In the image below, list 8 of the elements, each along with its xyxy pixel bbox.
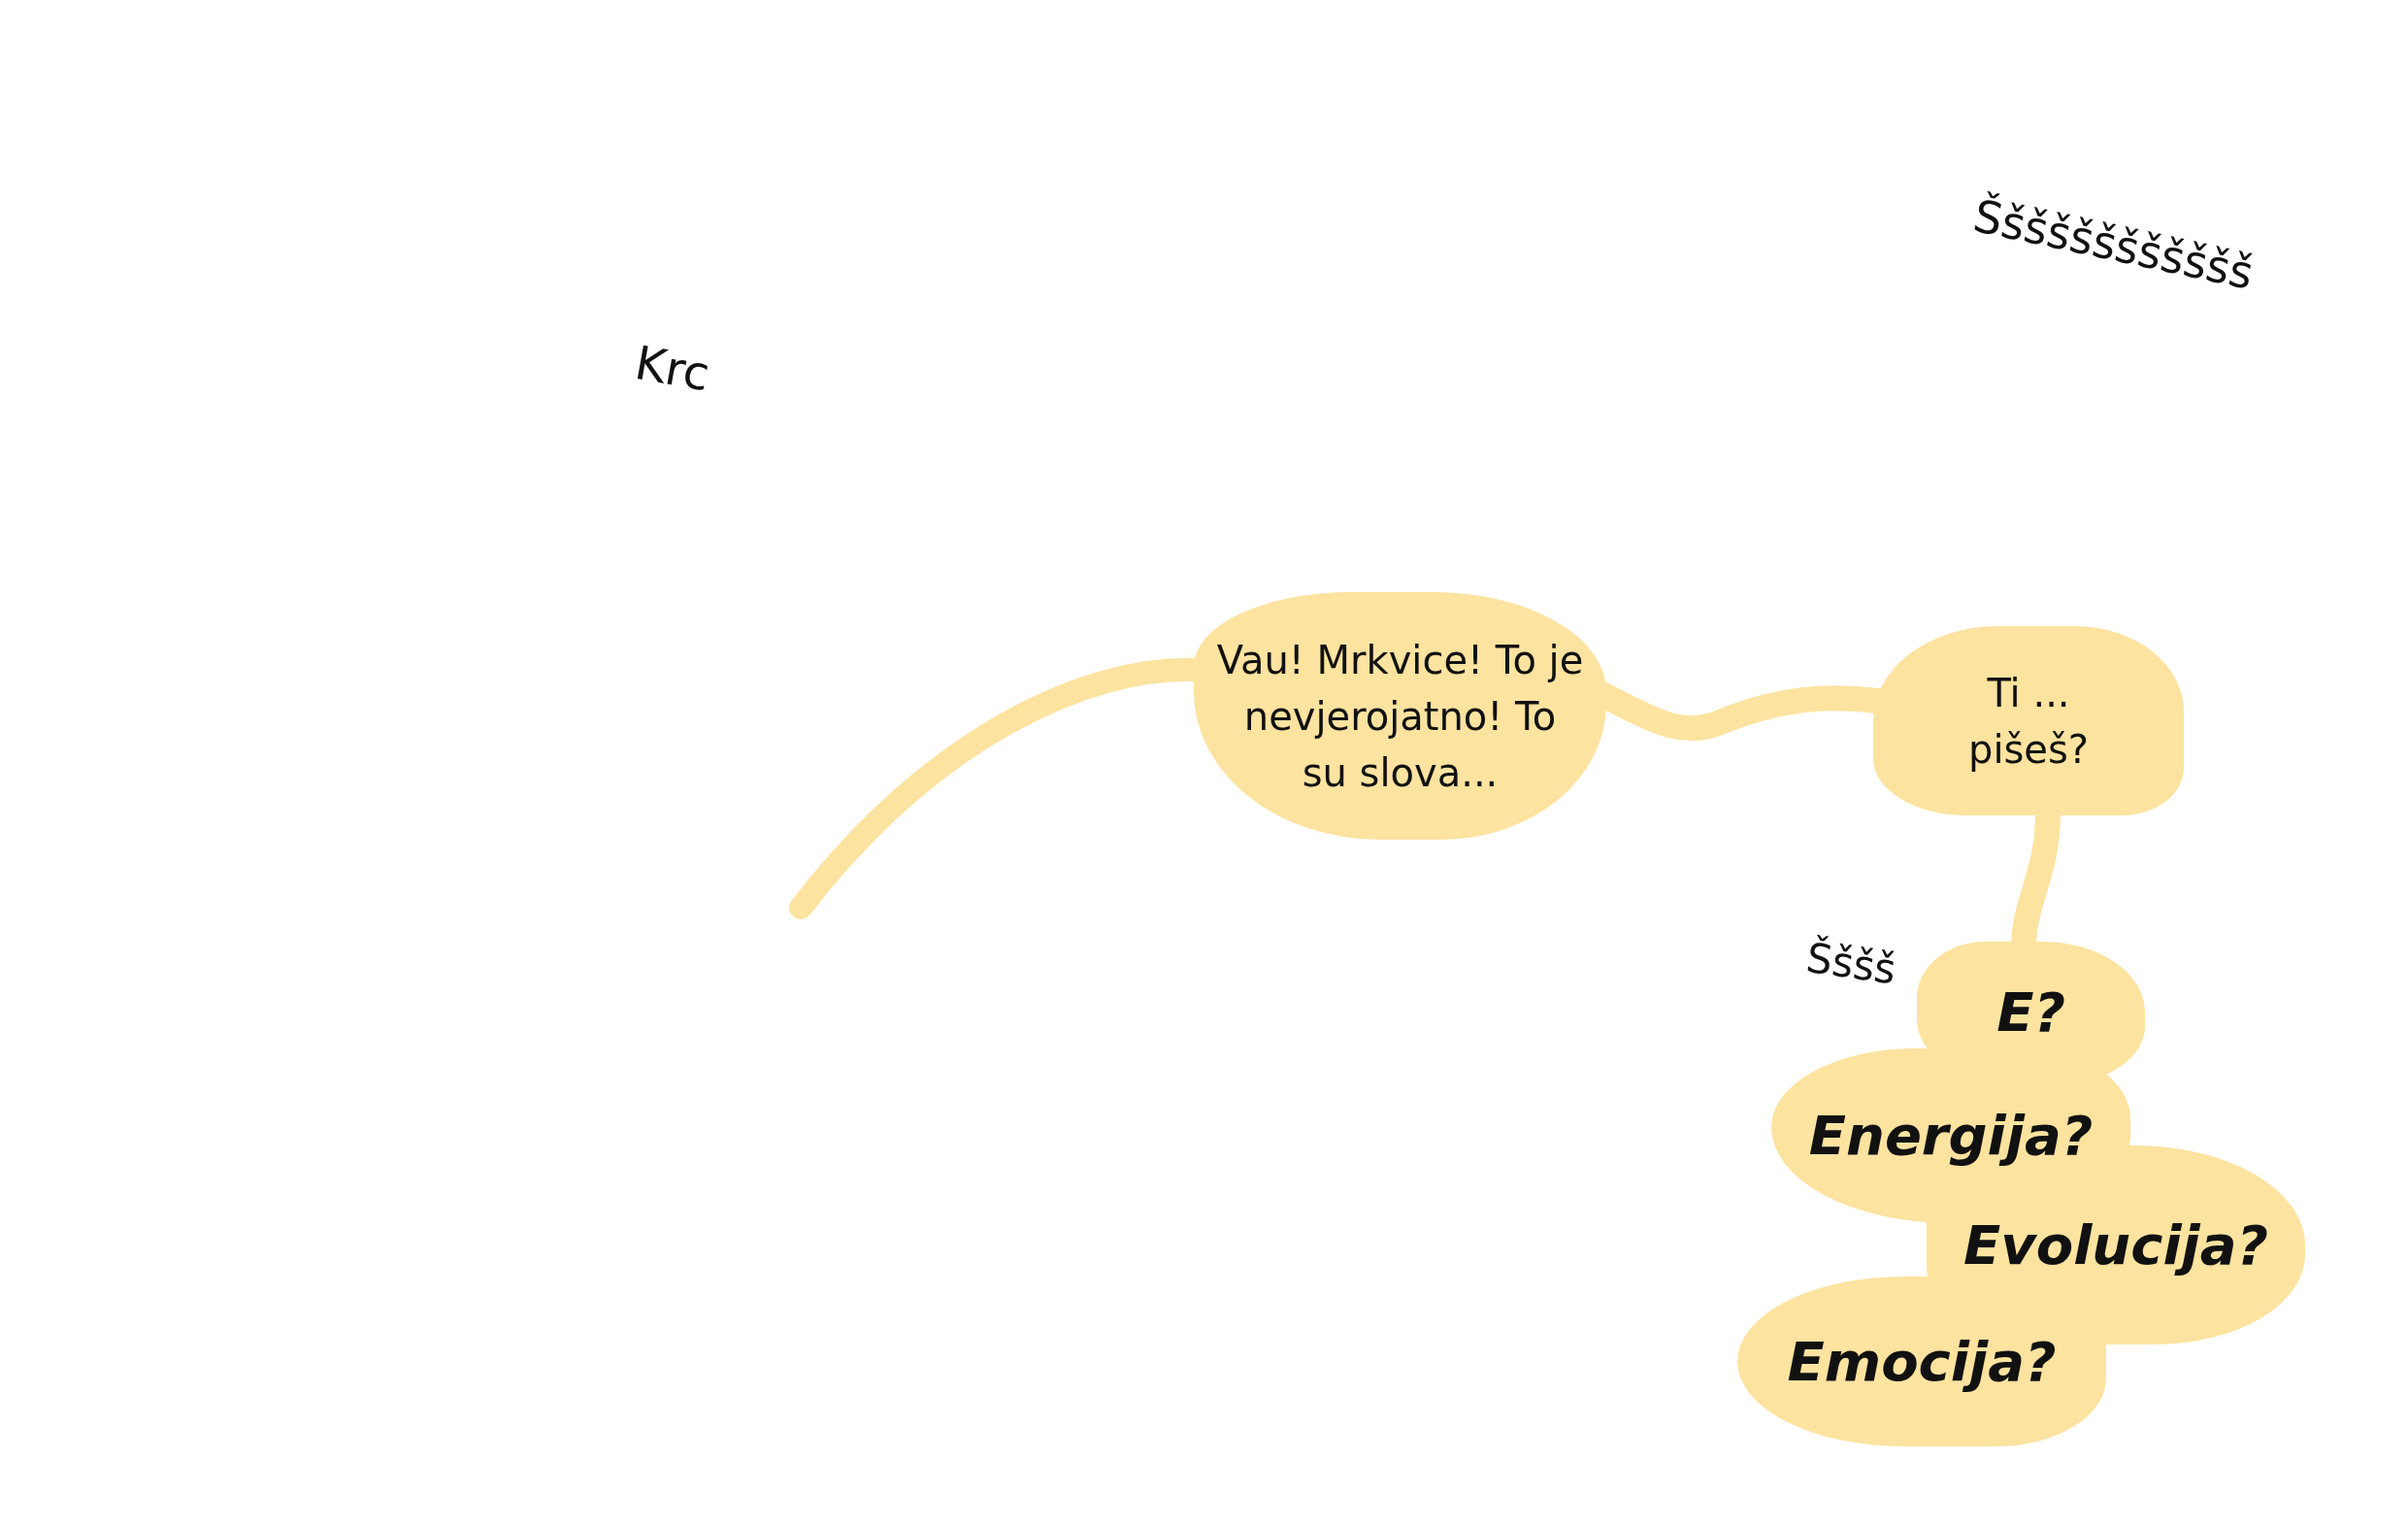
speech-text: Emocija? [1787, 1328, 2057, 1395]
speech-text: Evolucija? [1963, 1211, 2269, 1278]
sound-effect-text: Šššš [1803, 934, 1899, 994]
speech-text: Vau! Mrkvice! To je nevjerojatno! To su slova... [1215, 636, 1585, 797]
speech-text: Ti ... pišeš? [1967, 669, 2090, 774]
sound-effect-text: Krc [631, 335, 714, 402]
speech-text: E? [1996, 979, 2065, 1045]
speech-text: Energija? [1808, 1103, 2094, 1170]
